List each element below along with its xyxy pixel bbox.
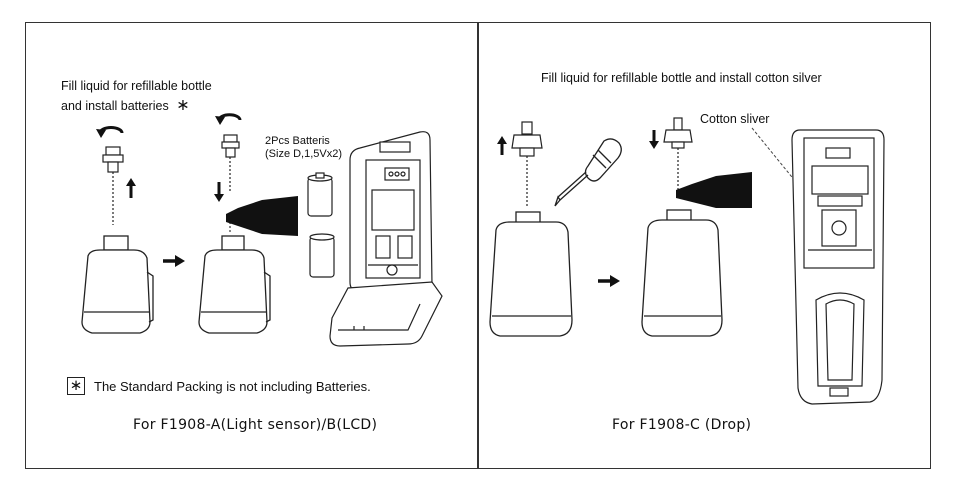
up-arrow-icon: [497, 136, 507, 155]
screwdriver-icon: [554, 138, 622, 207]
left-heading-line2-text: and install batteries: [61, 99, 169, 113]
refillable-bottle: [81, 235, 154, 334]
right-caption: For F1908-C (Drop): [612, 417, 752, 433]
bottle-cap-with-straw: [221, 134, 240, 192]
down-arrow-icon: [214, 182, 224, 202]
rotate-arrow-icon: [96, 126, 124, 138]
liquid-refill-container: [676, 172, 752, 208]
refillable-bottle: [489, 211, 573, 337]
liquid-refill-container: [226, 196, 298, 236]
left-caption: For F1908-A(Light sensor)/B(LCD): [133, 417, 378, 433]
refillable-bottle: [641, 209, 723, 337]
bottle-cap-with-wick: [511, 121, 543, 208]
right-heading: Fill liquid for refillable bottle and in…: [541, 71, 822, 85]
battery: [307, 172, 333, 217]
bottle-cap-with-straw: [102, 146, 124, 225]
down-arrow-icon: [649, 130, 659, 149]
cotton-sliver-label: Cotton sliver: [700, 112, 770, 126]
note-text: The Standard Packing is not including Ba…: [94, 379, 371, 394]
left-heading-line2: and install batteries ∗: [61, 95, 190, 115]
battery-label-line1: 2Pcs Batteris: [265, 135, 330, 147]
dispenser-open-drop-type: [791, 129, 885, 405]
note-asterisk-box: ∗: [67, 377, 85, 395]
left-heading-line1: Fill liquid for refillable bottle: [61, 79, 212, 93]
refillable-bottle: [198, 235, 271, 334]
up-arrow-icon: [126, 178, 136, 198]
right-arrow-icon: [598, 275, 620, 287]
panel-divider: [477, 22, 479, 469]
battery-label-line2: (Size D,1,5Vx2): [265, 148, 343, 160]
asterisk-mark: ∗: [176, 97, 190, 114]
rotate-arrow-icon: [215, 113, 242, 125]
dispenser-open-battery-compartment: [329, 131, 443, 347]
battery: [309, 233, 335, 278]
right-arrow-icon: [163, 255, 185, 267]
bottle-cap-with-wick: [663, 117, 693, 200]
